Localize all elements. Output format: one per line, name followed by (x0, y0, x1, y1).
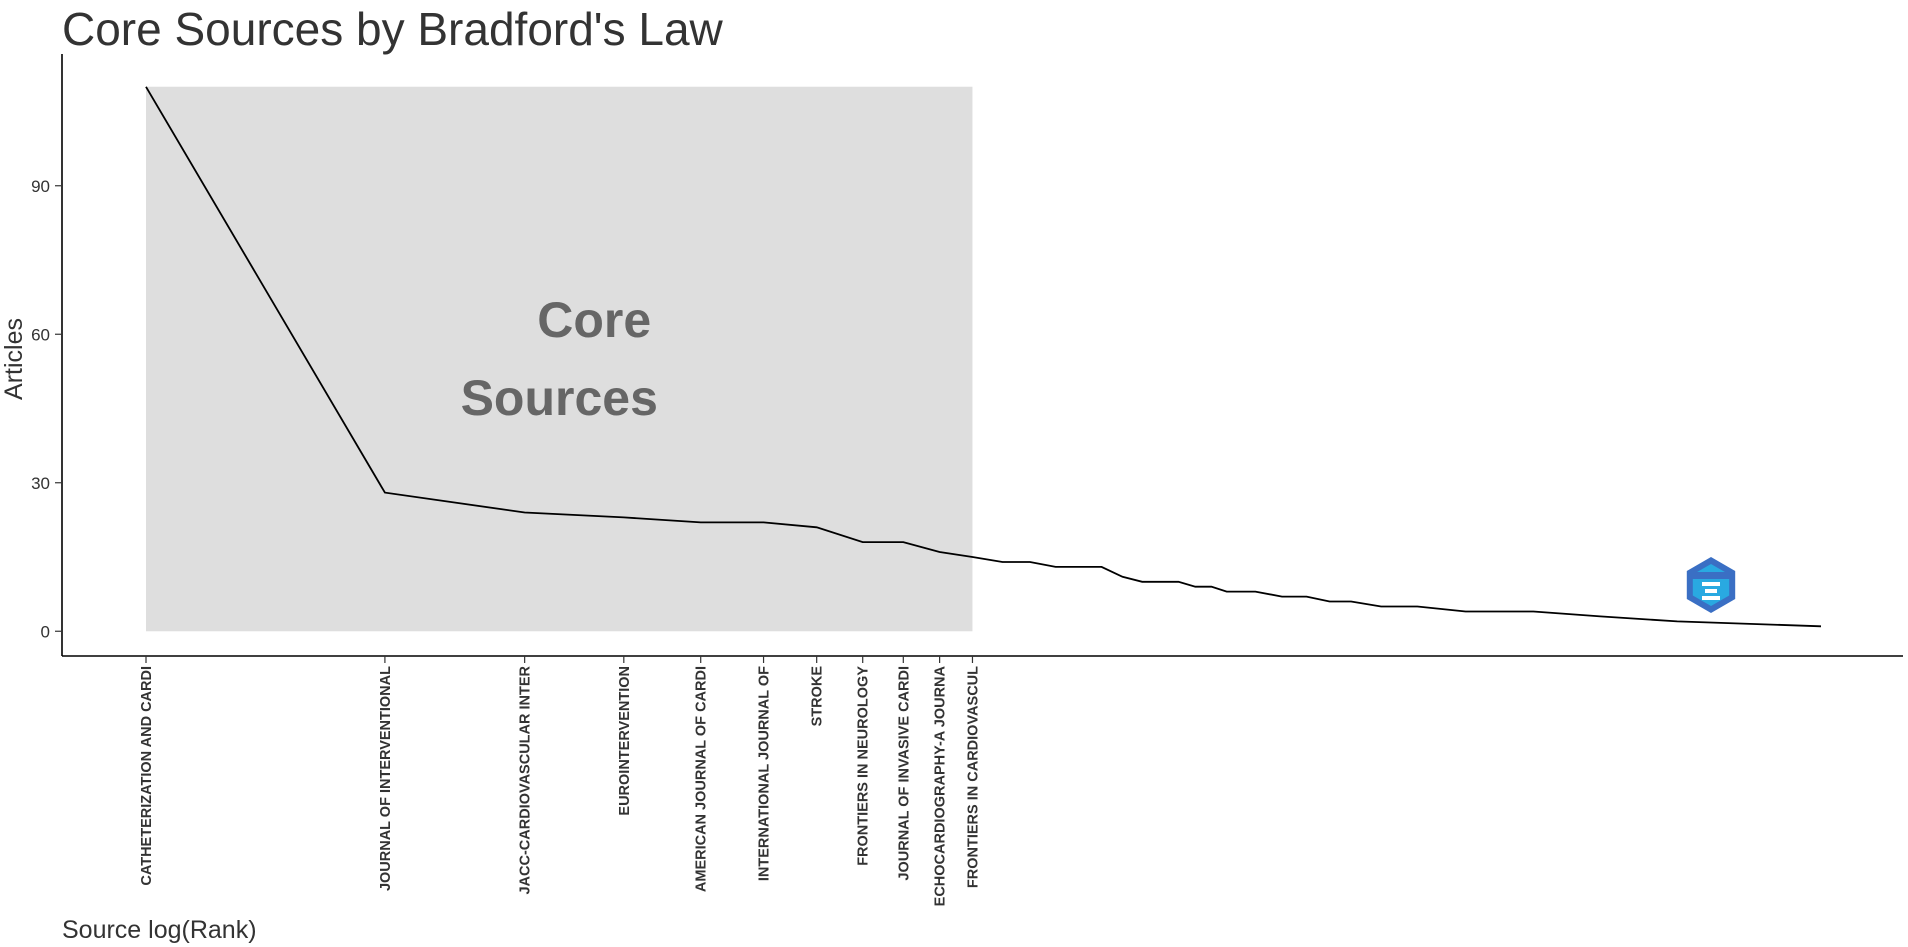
y-axis-ticks: 0 30 60 90 (31, 177, 62, 641)
logo-bar-icon (1702, 582, 1720, 586)
x-tick-label: JOURNAL OF INVASIVE CARDI (896, 666, 912, 881)
x-tick-label: EUROINTERVENTION (617, 666, 633, 816)
logo-bar-icon (1702, 596, 1720, 600)
x-tick-label: CATHETERIZATION AND CARDI (139, 666, 155, 886)
y-tick-label: 90 (31, 177, 50, 196)
core-sources-annotation: Core Sources (461, 292, 658, 426)
x-axis-ticks: CATHETERIZATION AND CARDI JOURNAL OF INTE… (139, 656, 981, 906)
x-axis-title: Source log(Rank) (62, 916, 257, 944)
x-tick-label: STROKE (810, 666, 826, 727)
articles-series-line (145, 86, 1822, 628)
x-tick-label: FRONTIERS IN NEUROLOGY (856, 666, 872, 866)
x-tick-label: JACC-CARDIOVASCULAR INTER (518, 665, 534, 894)
core-sources-zone (146, 86, 973, 632)
x-tick-label: INTERNATIONAL JOURNAL OF (757, 666, 773, 881)
bibliometrix-logo (1686, 557, 1736, 613)
x-tick-label: FRONTIERS IN CARDIOVASCUL (965, 666, 981, 888)
y-tick-label: 30 (31, 474, 50, 493)
logo-band-icon (1688, 572, 1734, 579)
y-tick-label: 60 (31, 325, 50, 344)
core-label-line2: Sources (461, 370, 658, 426)
x-tick-label: ECHOCARDIOGRAPHY-A JOURNA (933, 665, 949, 906)
x-tick-label: AMERICAN JOURNAL OF CARDI (694, 666, 710, 892)
y-tick-label: 0 (41, 622, 50, 641)
chart-title: Core Sources by Bradford's Law (62, 3, 723, 55)
core-label-line1: Core (537, 292, 651, 348)
x-tick-label: JOURNAL OF INTERVENTIONAL (378, 666, 394, 891)
logo-bar-icon (1705, 589, 1717, 593)
y-axis-title: Articles (0, 318, 28, 400)
